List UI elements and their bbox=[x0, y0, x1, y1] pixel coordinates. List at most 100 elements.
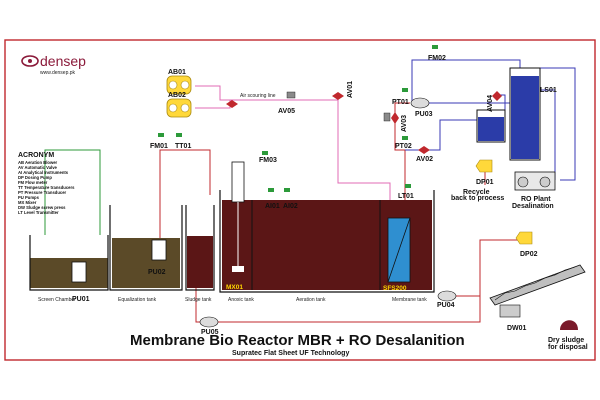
ro-plant-skid bbox=[514, 171, 556, 191]
equalization-tank-label: Equalization tank bbox=[118, 297, 157, 303]
label-ab01: AB01 bbox=[168, 69, 186, 76]
valve-av04 bbox=[492, 91, 502, 101]
valve-av05 bbox=[226, 100, 238, 108]
acronym-heading: ACRONYM bbox=[18, 152, 54, 159]
sensor-pressure-av05 bbox=[286, 91, 296, 99]
label-ai02: AI02 bbox=[283, 203, 298, 210]
label-pu03: PU03 bbox=[415, 111, 433, 118]
sensor-pressure-av03 bbox=[383, 112, 391, 122]
sensor-pt02 bbox=[402, 136, 408, 140]
permeate-line bbox=[394, 102, 410, 220]
sensor-ai01 bbox=[268, 188, 274, 192]
pump-pu01 bbox=[71, 261, 87, 283]
brand-name: densep bbox=[40, 53, 86, 69]
ro-line-fm02 bbox=[411, 59, 521, 103]
sludge-screw-press bbox=[489, 264, 586, 318]
ro-product-tank bbox=[509, 67, 541, 161]
valve-av02 bbox=[418, 146, 430, 154]
acronym-item: LT Level Transmitter bbox=[18, 210, 59, 215]
label-av04: AV04 bbox=[487, 95, 494, 112]
feed-line bbox=[44, 149, 101, 235]
sludge-tank-label: Sludge tank bbox=[185, 297, 212, 303]
diagram-title: Membrane Bio Reactor MBR + RO Desalaniti… bbox=[130, 332, 465, 349]
mixer-mx01 bbox=[231, 161, 245, 272]
anoxic-tank-label: Anoxic tank bbox=[228, 297, 254, 303]
acronym-item: DP Dosing Pump bbox=[18, 175, 52, 180]
label-ab02: AB02 bbox=[168, 92, 186, 99]
diagram-frame bbox=[4, 39, 596, 361]
diagram-subtitle: Supratec Flat Sheet UF Technology bbox=[232, 350, 349, 357]
pump-pu02 bbox=[151, 239, 167, 261]
label-av05: AV05 bbox=[278, 108, 295, 115]
membrane-tank-label: Membrane tank bbox=[392, 297, 427, 303]
brand-url: www.densep.pk bbox=[40, 70, 76, 76]
label-dp02: DP02 bbox=[520, 251, 538, 258]
sensor-fm01 bbox=[158, 133, 164, 137]
valve-av03 bbox=[391, 112, 399, 124]
densep-logo: densep www.densep.pk bbox=[21, 53, 86, 76]
sensor-fm02 bbox=[432, 45, 438, 49]
label-ro-plant-2: Desalination bbox=[512, 203, 554, 210]
mx01-label: MX01 bbox=[226, 284, 243, 291]
label-pu05: PU05 bbox=[201, 329, 219, 336]
acronym-item: AV Automatic Valve bbox=[18, 165, 58, 170]
equalization-tank: Equalization tank bbox=[109, 205, 183, 303]
dry-sludge-pile bbox=[560, 320, 578, 330]
pipe-pu02-to-anoxic bbox=[159, 149, 211, 250]
label-fm03: FM03 bbox=[259, 157, 277, 164]
label-dw01: DW01 bbox=[507, 325, 527, 332]
label-ro-plant: RO Plant bbox=[521, 196, 551, 203]
pump-pu05 bbox=[199, 316, 219, 328]
label-pu01: PU01 bbox=[72, 296, 90, 303]
label-pu02: PU02 bbox=[148, 269, 166, 276]
acronym-item: FM Flow meter bbox=[18, 180, 48, 185]
label-fm02: FM02 bbox=[428, 55, 446, 62]
sensor-pt01 bbox=[402, 88, 408, 92]
acronym-item: AI Analytical Instruments bbox=[18, 170, 69, 175]
blower-ab01 bbox=[166, 75, 192, 95]
acronym-item: MX Mixer bbox=[18, 200, 37, 205]
label-recycle: Recycle bbox=[463, 189, 490, 196]
air-scouring-line bbox=[195, 85, 391, 218]
dosing-pump-dp01 bbox=[475, 159, 493, 173]
screen-chamber-label: Screen Chamber bbox=[38, 297, 76, 303]
label-pt02: PT02 bbox=[395, 143, 412, 150]
dosing-pump-dp02 bbox=[515, 231, 533, 245]
pipe-pu05 bbox=[218, 290, 481, 323]
ro-feed-tank bbox=[476, 109, 506, 143]
pump-pu03 bbox=[410, 97, 430, 109]
pipe-pu04-to-screw bbox=[455, 239, 530, 297]
label-tt01: TT01 bbox=[175, 143, 191, 150]
acronym-item: DW Sludge screw press bbox=[18, 205, 66, 210]
sensor-fm03 bbox=[262, 151, 268, 155]
sludge-tank: Sludge tank bbox=[185, 205, 215, 303]
label-pu04: PU04 bbox=[437, 302, 455, 309]
ro-line-ls01 bbox=[540, 89, 556, 180]
label-av01: AV01 bbox=[347, 81, 354, 98]
label-av02: AV02 bbox=[416, 156, 433, 163]
acronym-item: PU Pumps bbox=[18, 195, 40, 200]
aeration-tank-label: Aeration tank bbox=[296, 297, 326, 303]
screen-chamber: Screen Chamber bbox=[29, 235, 109, 303]
ro-line-tank bbox=[540, 67, 576, 181]
sfs200-label: SFS200 bbox=[383, 285, 407, 292]
label-ai01: AI01 bbox=[265, 203, 280, 210]
sensor-lt01 bbox=[405, 184, 411, 188]
acronym-item: AB Aeration Blower bbox=[18, 160, 58, 165]
label-pt01: PT01 bbox=[392, 99, 409, 106]
acronym-item: TT Temperature transducers bbox=[18, 185, 75, 190]
label-ls01: LS01 bbox=[540, 87, 557, 94]
label-dry-sludge-2: for disposal bbox=[548, 344, 588, 351]
sensor-tt01 bbox=[176, 133, 182, 137]
label-recycle-2: back to process bbox=[451, 195, 504, 202]
label-av03: AV03 bbox=[401, 115, 408, 132]
label-dry-sludge: Dry sludge bbox=[548, 337, 584, 344]
air-line-av05 bbox=[195, 100, 231, 109]
acronym-item: PT Pressure Transducer bbox=[18, 190, 67, 195]
label-air-line: Air scouring line bbox=[240, 93, 276, 99]
label-dp01: DP01 bbox=[476, 179, 494, 186]
label-fm01: FM01 bbox=[150, 143, 168, 150]
valve-av01 bbox=[332, 92, 344, 100]
acronym-legend: ACRONYM AB Aeration Blower AV Automatic … bbox=[18, 152, 75, 215]
pipe-bottom-sludge bbox=[195, 285, 200, 323]
